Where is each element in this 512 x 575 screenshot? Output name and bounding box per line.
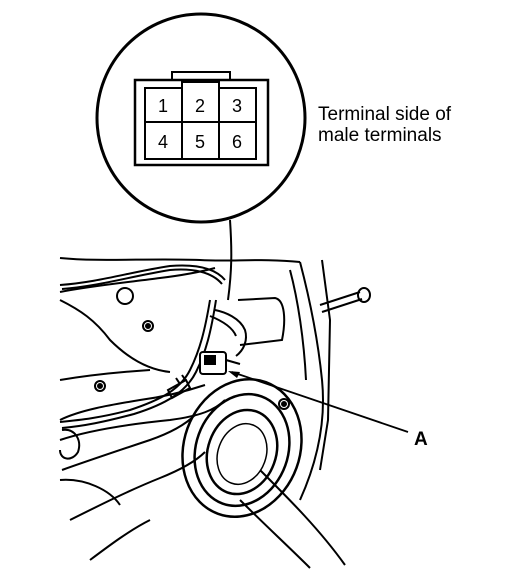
pin-label-2: 2: [195, 96, 205, 116]
pin-label-1: 1: [158, 96, 168, 116]
door-inner-panel: [59, 257, 346, 569]
pin-label-5: 5: [195, 132, 205, 152]
callout-leader-a: [231, 371, 409, 433]
door-rod: [319, 287, 371, 313]
pin-label-3: 3: [232, 96, 242, 116]
speaker-connector-a: [199, 296, 286, 375]
speaker-ring-2: [193, 392, 291, 508]
caption-line-1: Terminal side of: [318, 104, 452, 125]
connector-face: 1 2 3 4 5 6: [133, 71, 270, 167]
caption-line-2: male terminals: [318, 125, 442, 146]
callout-arrowhead: [228, 371, 240, 378]
door-speaker: [181, 378, 303, 518]
speaker-outer-ring: [181, 378, 303, 518]
speaker-cone: [205, 408, 279, 496]
callout-label-a: A: [414, 429, 428, 450]
pin-cell-6: [218, 121, 257, 160]
pin-label-4: 4: [158, 132, 168, 152]
speaker-cone-inner: [216, 422, 268, 486]
magnified-view: 1 2 3 4 5 6: [95, 12, 307, 224]
pin-label-6: 6: [232, 132, 242, 152]
